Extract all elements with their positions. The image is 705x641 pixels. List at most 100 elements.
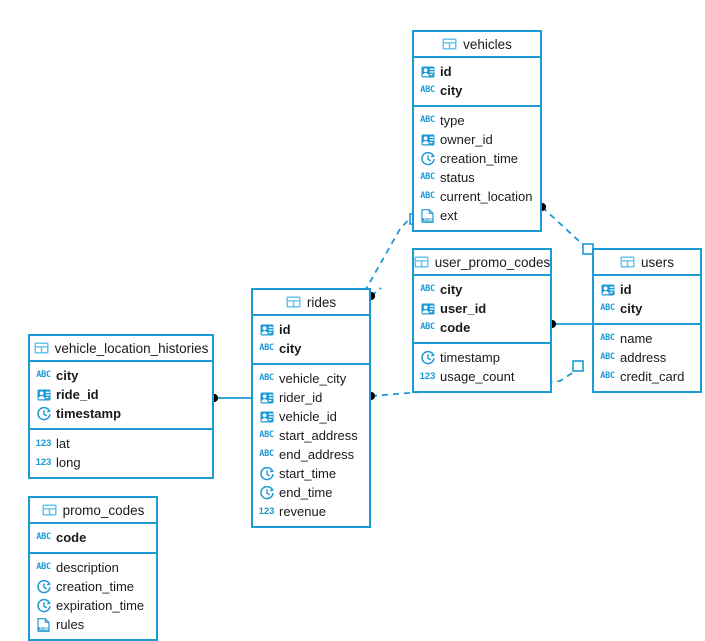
column-row[interactable]: timestamp <box>414 348 550 367</box>
column-row[interactable]: start_time <box>253 464 369 483</box>
abc-string-icon: ABC <box>420 284 435 295</box>
person-card-id-icon <box>36 388 51 402</box>
column-row[interactable]: expiration_time <box>30 596 156 615</box>
column-row[interactable]: end_time <box>253 483 369 502</box>
relationship-line <box>370 287 382 297</box>
column-name: type <box>440 113 465 128</box>
123-number-icon: 123 <box>35 437 52 449</box>
column-name: vehicle_city <box>279 371 347 386</box>
person-card-id-icon <box>259 323 274 337</box>
column-name: revenue <box>279 504 326 519</box>
json-document-icon: JSON <box>36 617 51 632</box>
column-row[interactable]: vehicle_id <box>253 407 369 426</box>
primary-key-name: city <box>279 341 302 356</box>
entity-table-name: vehicle_location_histories <box>54 340 209 356</box>
primary-key-row[interactable]: ride_id <box>30 385 212 404</box>
123-number-icon: 123 <box>35 456 52 468</box>
table-grid-icon <box>34 341 49 355</box>
column-name: lat <box>56 436 70 451</box>
primary-key-row[interactable]: user_id <box>414 299 550 318</box>
relationship-vehicle_location_histories-to-rides[interactable] <box>209 393 251 403</box>
abc-string-icon: ABC <box>259 449 274 460</box>
primary-key-name: user_id <box>440 301 487 316</box>
column-name: usage_count <box>440 369 515 384</box>
person-card-id-icon <box>259 391 274 405</box>
column-name: description <box>56 560 119 575</box>
entity-table-header-rides: rides <box>253 290 369 316</box>
primary-key-row[interactable]: timestamp <box>30 404 212 423</box>
column-row[interactable]: 123 lat <box>30 434 212 453</box>
column-row[interactable]: ABC description <box>30 558 156 577</box>
entity-table-name: rides <box>306 294 337 310</box>
entity-table-header-user_promo_codes: user_promo_codes <box>414 250 550 276</box>
primary-key-row[interactable]: id <box>414 62 540 81</box>
primary-key-name: city <box>56 368 79 383</box>
entity-table-header-vehicles: vehicles <box>414 32 540 58</box>
primary-key-name: timestamp <box>56 406 122 421</box>
abc-string-icon: ABC <box>36 562 51 573</box>
entity-table-name: vehicles <box>463 36 512 52</box>
clock-icon <box>420 151 435 166</box>
relationship-line <box>541 206 593 254</box>
table-grid-icon <box>42 503 57 517</box>
column-name: timestamp <box>440 350 500 365</box>
relationship-vehicles-to-users[interactable] <box>537 202 594 255</box>
entity-table-header-promo_codes: promo_codes <box>30 498 156 524</box>
primary-key-row[interactable]: id <box>253 320 369 339</box>
abc-string-icon: ABC <box>36 370 51 381</box>
column-row[interactable]: ABC vehicle_city <box>253 369 369 388</box>
relationship-target-square <box>572 360 584 372</box>
relationship-user_promo_codes-to-users[interactable] <box>547 319 592 329</box>
column-row[interactable]: creation_time <box>414 149 540 168</box>
primary-key-name: city <box>620 301 643 316</box>
abc-string-icon: ABC <box>420 191 435 202</box>
column-row[interactable]: creation_time <box>30 577 156 596</box>
column-row[interactable]: owner_id <box>414 130 540 149</box>
entity-table-header-vehicle_location_histories: vehicle_location_histories <box>30 336 212 362</box>
abc-string-icon: ABC <box>259 373 274 384</box>
primary-key-row[interactable]: ABC city <box>30 366 212 385</box>
entity-table-name: promo_codes <box>62 502 145 518</box>
table-grid-icon <box>620 255 635 269</box>
primary-key-row[interactable]: id <box>594 280 700 299</box>
clock-icon <box>420 350 435 365</box>
svg-text:JSON: JSON <box>39 626 49 631</box>
person-card-id-icon <box>420 302 435 316</box>
column-name: start_time <box>279 466 337 481</box>
column-name: ext <box>440 208 458 223</box>
column-row[interactable]: rider_id <box>253 388 369 407</box>
abc-string-icon: ABC <box>600 371 615 382</box>
